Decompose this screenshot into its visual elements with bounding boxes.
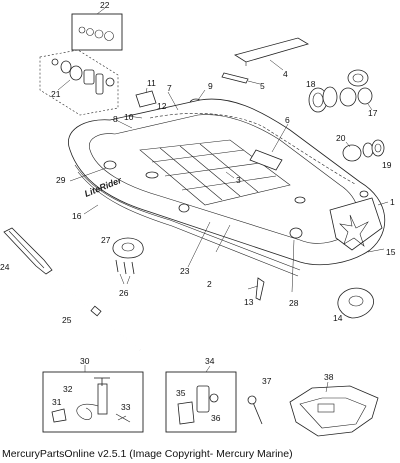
callout-2: 2 xyxy=(207,279,212,289)
callout-4: 4 xyxy=(283,69,288,79)
callout-23: 23 xyxy=(180,266,190,276)
part-14-drain-plate xyxy=(337,287,374,319)
callout-8: 8 xyxy=(113,114,118,124)
copyright-caption: MercuryPartsOnline v2.5.1 (Image Copyrig… xyxy=(2,448,293,460)
part-25-oar-shaft xyxy=(49,274,141,351)
callout-25: 25 xyxy=(62,315,72,325)
callout-11: 11 xyxy=(147,78,156,88)
callout-3: 3 xyxy=(236,175,241,185)
part-18-valve-body xyxy=(308,86,338,113)
callout-38: 38 xyxy=(324,372,334,382)
part-37-valve-wrench xyxy=(247,395,263,425)
callout-32: 32 xyxy=(63,384,73,394)
part-34-repair-kit xyxy=(165,365,237,433)
callout-10: 10 xyxy=(124,112,134,122)
callout-26: 26 xyxy=(119,288,129,298)
callout-5: 5 xyxy=(260,81,265,91)
callout-33: 33 xyxy=(121,402,131,412)
callout-30: 30 xyxy=(80,356,90,366)
callout-27: 27 xyxy=(101,235,111,245)
callout-22: 22 xyxy=(100,0,110,10)
callout-13: 13 xyxy=(244,297,254,307)
callout-29: 29 xyxy=(56,175,66,185)
part-21-valve-assembly xyxy=(39,49,119,116)
part-27-oarlock xyxy=(112,237,144,259)
callout-24: 24 xyxy=(0,262,10,272)
callout-1: 1 xyxy=(390,197,395,207)
callout-31: 31 xyxy=(52,397,62,407)
callout-numbers: 22 21 4 5 11 7 9 10 8 12 18 17 20 19 6 3… xyxy=(0,0,396,423)
callout-28: 28 xyxy=(289,298,299,308)
part-4-seat-board xyxy=(234,37,309,71)
part-17-valve-cap xyxy=(339,69,373,111)
callout-18: 18 xyxy=(306,79,316,89)
callout-35: 35 xyxy=(176,388,186,398)
callout-12: 12 xyxy=(157,101,167,111)
part-22-oring-kit xyxy=(71,7,123,51)
callout-20: 20 xyxy=(336,133,346,143)
leader-lines xyxy=(69,91,389,293)
part-20-valve-cover xyxy=(342,141,362,162)
callout-15: 15 xyxy=(386,247,396,257)
part-30-pump-kit xyxy=(42,365,144,433)
callout-36: 36 xyxy=(211,413,221,423)
part-5-seat-strip xyxy=(221,72,261,85)
part-24-oar-blade xyxy=(3,227,53,275)
callout-21: 21 xyxy=(51,89,61,99)
callout-7: 7 xyxy=(167,83,172,93)
callout-14: 14 xyxy=(333,313,343,323)
callout-34: 34 xyxy=(205,356,215,366)
callout-37: 37 xyxy=(262,376,272,386)
hull-assembly: LiteRider xyxy=(68,98,386,301)
callout-16: 16 xyxy=(72,211,82,221)
part-19-valve-seal xyxy=(362,139,385,158)
callout-17: 17 xyxy=(368,108,378,118)
part-11-patch xyxy=(135,87,157,108)
part-38-storage-bag xyxy=(289,381,379,437)
callout-6: 6 xyxy=(285,115,290,125)
part-26-oarlock-pin xyxy=(115,259,135,285)
callout-19: 19 xyxy=(382,160,392,170)
callout-9: 9 xyxy=(208,81,213,91)
